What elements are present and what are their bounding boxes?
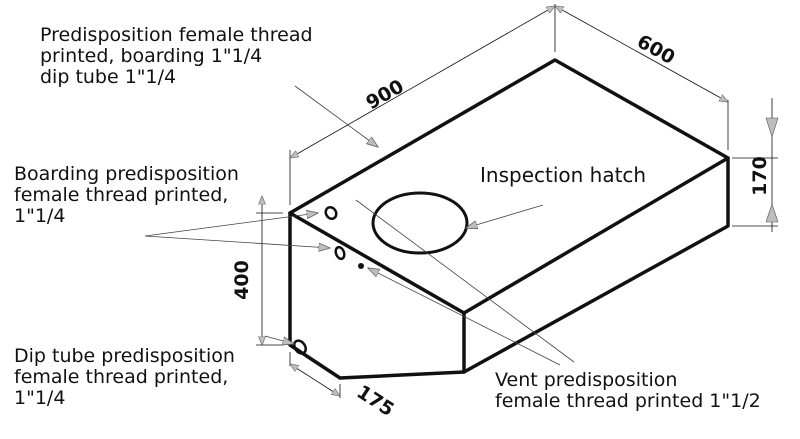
inspection-hatch-label: Inspection hatch (480, 163, 647, 187)
arrow-height-back-top (765, 117, 779, 138)
side-fitting (334, 245, 346, 261)
leader-vent-1 (355, 199, 575, 363)
dimension-line-length (290, 6, 555, 158)
arrow-height-back-bottom (765, 203, 779, 223)
extension-lines (256, 4, 778, 398)
boarding-fitting (324, 205, 338, 221)
leader-inspection-hatch (466, 204, 544, 228)
boarding-note-label: Boarding predisposition female thread pr… (14, 164, 239, 227)
dip-tube-note-line: female thread printed, (14, 366, 229, 388)
boarding-note-line: Boarding predisposition (14, 163, 239, 185)
dip-tube-fitting (293, 339, 307, 355)
top-note-line: Predisposition female thread (40, 24, 313, 46)
leader-dip-tube (264, 335, 294, 344)
dip-tube-note-label: Dip tube predisposition female thread pr… (14, 346, 235, 409)
leader-boarding (144, 213, 318, 237)
dimension-width-label: 600 (633, 31, 678, 69)
vent-fitting (358, 263, 364, 269)
dimension-bottom-offset-label: 175 (353, 381, 398, 421)
tank-body (288, 58, 730, 380)
dimension-height-front-label: 400 (231, 260, 253, 300)
dip-tube-note-line: Dip tube predisposition (14, 345, 235, 367)
dimension-height-back-label: 170 (749, 156, 771, 196)
top-note-line: printed, boarding 1"1/4 (40, 45, 263, 67)
top-note-label: Predisposition female thread printed, bo… (40, 25, 313, 88)
dimension-line-width (555, 6, 728, 102)
dimension-line-bottom-offset (290, 364, 340, 396)
dimension-length-label: 900 (362, 75, 407, 114)
vent-note-label: Vent predisposition female thread printe… (495, 370, 761, 412)
leader-side (144, 235, 330, 248)
tank-right-face (462, 156, 730, 374)
top-note-line: dip tube 1"1/4 (40, 66, 177, 88)
leader-top-note (294, 85, 378, 147)
vent-note-line: Vent predisposition (495, 369, 678, 391)
leader-vent-2 (368, 268, 561, 366)
boarding-note-line: female thread printed, (14, 184, 229, 206)
vent-note-line: female thread printed 1"1/2 (495, 390, 761, 412)
leader-lines (144, 85, 575, 366)
dip-tube-note-line: 1"1/4 (14, 387, 66, 409)
boarding-note-line: 1"1/4 (14, 205, 66, 227)
